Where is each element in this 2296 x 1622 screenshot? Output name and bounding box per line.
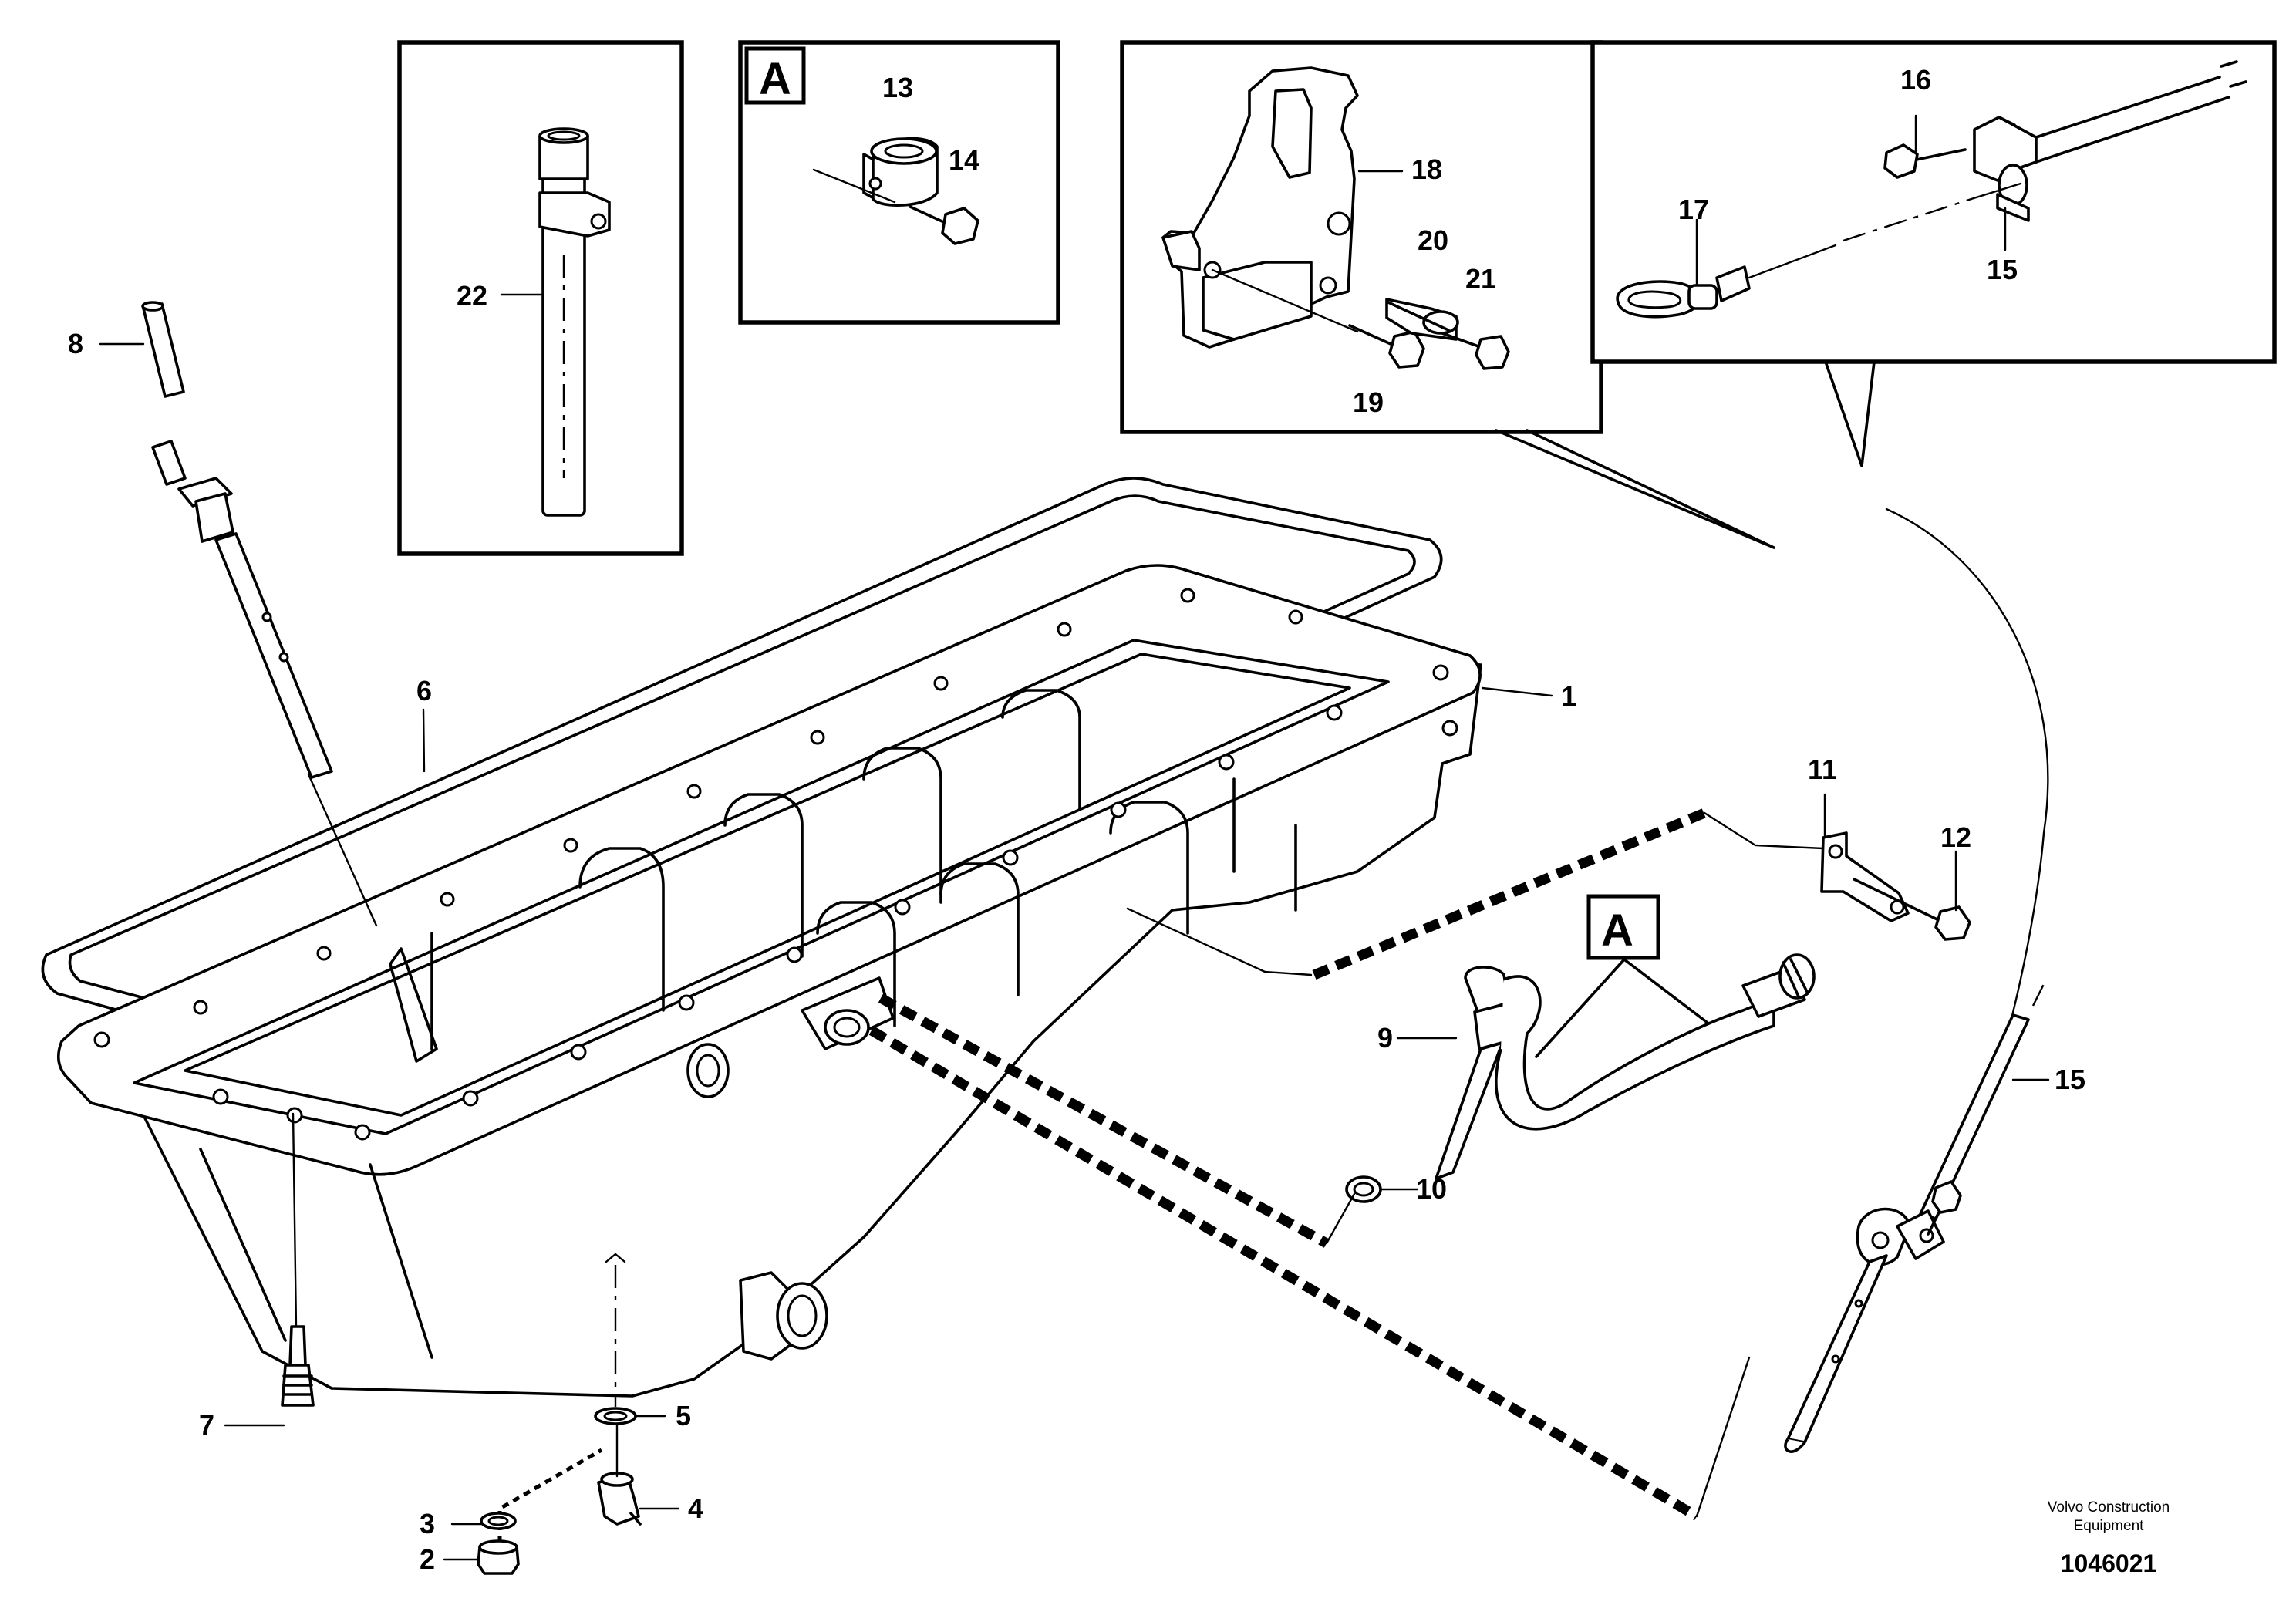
label-part-21: 21 xyxy=(1465,263,1496,295)
tube-clip-part xyxy=(1973,116,2038,222)
level-sensor-9 xyxy=(1435,953,1816,1180)
side-port xyxy=(686,1043,730,1098)
inset-box-dipstick-upper xyxy=(1590,40,2277,364)
label-part-14: 14 xyxy=(949,144,979,176)
brand-line-2: Equipment xyxy=(2074,1518,2145,1534)
label-part-22: 22 xyxy=(457,280,487,312)
label-part-20: 20 xyxy=(1418,224,1448,256)
guide-tube-lower xyxy=(1784,980,2047,1453)
bolt-part xyxy=(1883,143,1967,179)
inset-box-bracket xyxy=(1120,40,1603,434)
stud-sensor-7 xyxy=(281,1112,315,1407)
part-number-labels: 1 2 3 4 5 6 7 8 9 10 11 12 13 14 15 15 1… xyxy=(68,64,2085,1575)
label-part-15-lower: 15 xyxy=(2055,1064,2085,1095)
tube-clamp-part xyxy=(1856,1207,1945,1266)
label-part-12: 12 xyxy=(1940,821,1971,853)
label-part-9: 9 xyxy=(1377,1022,1393,1054)
guide-tube-part xyxy=(2035,60,2247,164)
label-part-5: 5 xyxy=(676,1400,691,1431)
dipstick-tube-part xyxy=(538,127,611,517)
label-part-7: 7 xyxy=(199,1409,214,1441)
label-part-10: 10 xyxy=(1416,1173,1447,1205)
drain-boss xyxy=(739,1271,828,1361)
detail-tag-a-main-text: A xyxy=(1601,905,1633,956)
o-ring-10 xyxy=(1345,1175,1382,1203)
drawing-number: 1046021 xyxy=(2061,1549,2157,1577)
detail-tag-a-inset-text: A xyxy=(759,54,791,104)
dipstick-tube-main xyxy=(151,440,378,927)
label-part-18: 18 xyxy=(1411,153,1442,185)
label-part-19: 19 xyxy=(1353,386,1384,418)
bracket-11 xyxy=(1820,831,1910,922)
label-part-6: 6 xyxy=(416,675,432,706)
label-part-3: 3 xyxy=(420,1508,435,1539)
pan-ribs xyxy=(430,689,1297,1050)
bolt-12 xyxy=(1853,878,1971,941)
bolt-part xyxy=(1927,1180,1962,1236)
inset-box-detail-a xyxy=(738,40,1060,325)
top-port xyxy=(801,976,895,1050)
detail-tag-a xyxy=(1535,894,1709,1058)
detail-dashed-lines xyxy=(868,808,1825,1521)
drain-plug-part xyxy=(597,1472,642,1526)
label-part-8: 8 xyxy=(68,328,83,359)
label-part-13: 13 xyxy=(882,72,913,103)
flange-bolt-holes xyxy=(93,588,1458,1141)
label-part-4: 4 xyxy=(688,1492,703,1524)
dipstick-handle-part xyxy=(1616,244,1837,319)
bracket-part xyxy=(1161,66,1359,349)
oil-pan-part xyxy=(56,564,1482,1398)
label-part-2: 2 xyxy=(420,1543,435,1575)
label-part-1: 1 xyxy=(1561,680,1576,712)
o-ring-5 xyxy=(594,1407,637,1425)
label-part-17: 17 xyxy=(1678,194,1709,225)
footer-brand: Volvo Construction Equipment 1046021 xyxy=(2048,1499,2170,1577)
bolt-part xyxy=(1387,301,1510,370)
brand-line-1: Volvo Construction xyxy=(2048,1499,2170,1516)
dipstick-cap-part xyxy=(141,301,185,398)
connector-part xyxy=(1741,953,1816,1018)
label-part-15-upper: 15 xyxy=(1987,254,2018,285)
leader-lines xyxy=(99,342,2050,1561)
label-part-16: 16 xyxy=(1900,64,1931,96)
inset-box-dipstick-tube xyxy=(397,40,684,556)
bolt-part xyxy=(909,205,979,245)
label-part-11: 11 xyxy=(1808,754,1837,785)
plug-2 xyxy=(477,1539,520,1575)
clip-part xyxy=(862,137,939,207)
washer-3 xyxy=(480,1512,517,1530)
